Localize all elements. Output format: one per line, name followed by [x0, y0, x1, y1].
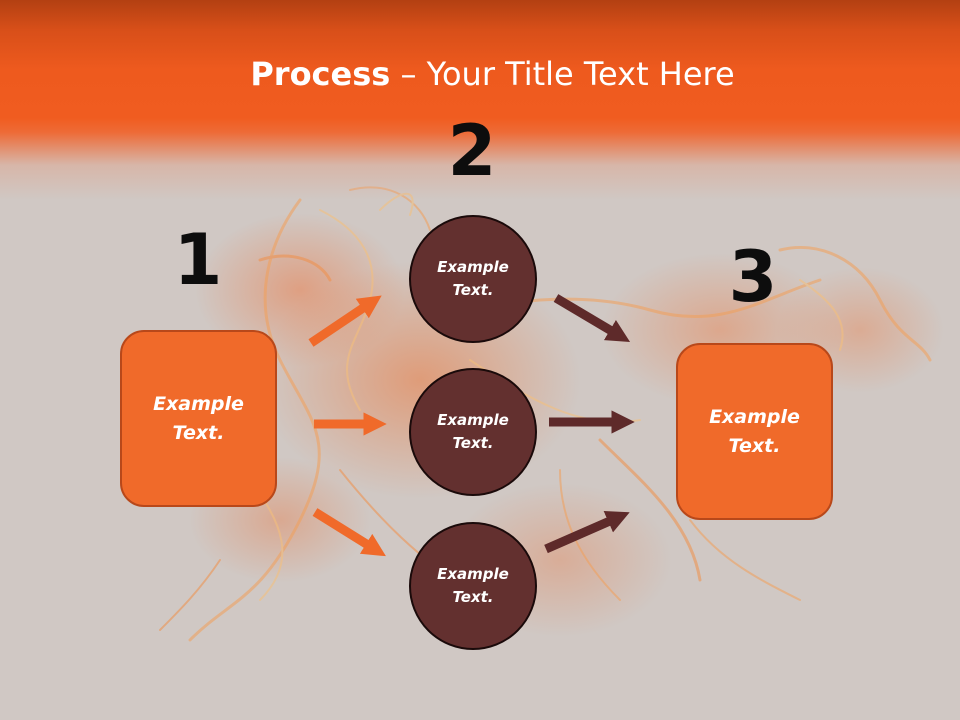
circle-top-text: Example Text.	[437, 258, 509, 299]
step-3-box[interactable]: Example Text.	[676, 343, 833, 520]
step-2-circle-middle[interactable]: Example Text.	[409, 368, 537, 496]
title-bold: Process	[250, 55, 391, 93]
title-rest: – Your Title Text Here	[390, 55, 735, 93]
header-band	[0, 0, 960, 200]
orange-arrow-down	[312, 508, 386, 557]
dark-arrow-up	[544, 510, 630, 554]
circle-middle-text: Example Text.	[437, 411, 509, 452]
step-number-3: 3	[728, 236, 778, 318]
step-1-text: Example Text.	[153, 392, 244, 444]
step-2-circle-top[interactable]: Example Text.	[409, 215, 537, 343]
step-3-text: Example Text.	[709, 405, 800, 457]
slide-title: Process – Your Title Text Here	[0, 52, 960, 96]
orange-arrow-up	[308, 295, 382, 347]
step-1-box[interactable]: Example Text.	[120, 330, 277, 507]
circle-bottom-text: Example Text.	[437, 565, 509, 606]
step-number-2: 2	[447, 110, 497, 192]
dark-arrow-down	[553, 294, 631, 342]
step-2-circle-bottom[interactable]: Example Text.	[409, 522, 537, 650]
step-number-1: 1	[173, 219, 223, 301]
